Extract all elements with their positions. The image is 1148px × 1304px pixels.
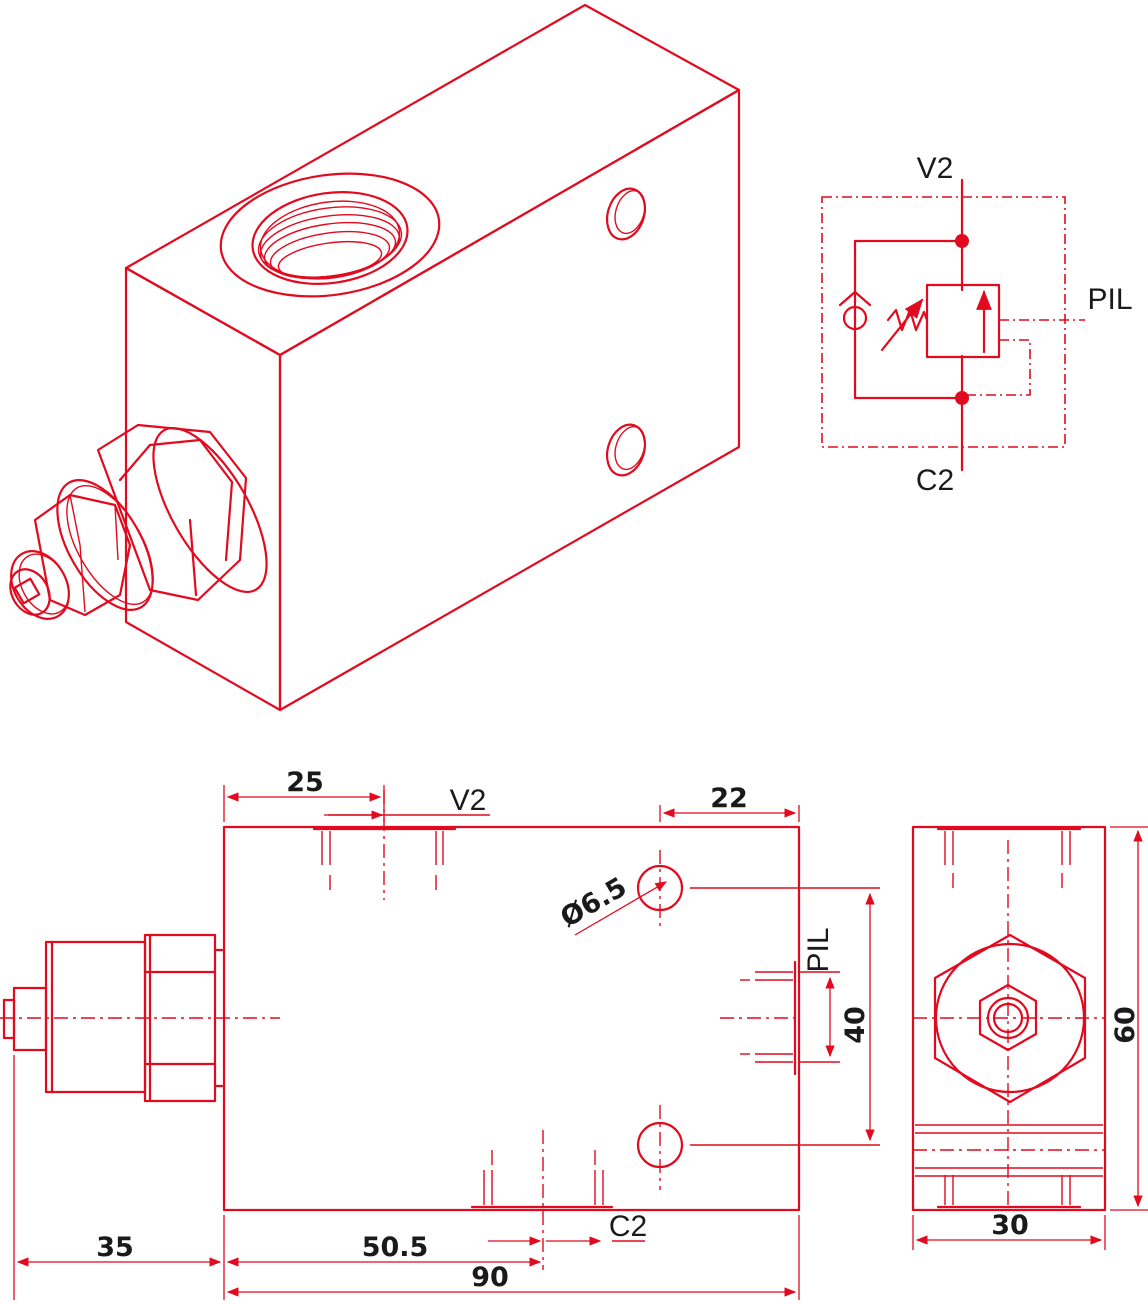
dim-60-text: 60 <box>1110 1006 1141 1044</box>
v2-port-hidden <box>312 790 490 900</box>
valve-block <box>124 3 741 712</box>
schematic-port-pil-label: PIL <box>1087 283 1132 316</box>
front-port-v2-label: V2 <box>450 784 487 817</box>
schematic-envelope <box>821 196 1066 448</box>
schematic-port-v2-label: V2 <box>917 152 954 185</box>
adjuster-cartridge <box>9 423 268 620</box>
hydraulic-schematic: V2 C2 PIL <box>821 152 1133 497</box>
dim-50-5-text: 50.5 <box>362 1232 429 1263</box>
isometric-view <box>9 3 741 712</box>
schematic-port-c2-label: C2 <box>916 464 954 497</box>
dim-22-text: 22 <box>710 783 748 814</box>
threaded-port <box>219 172 441 298</box>
front-hole-lower <box>636 1105 880 1190</box>
relief-valve-symbol <box>880 283 1001 359</box>
dim-40-text: 40 <box>840 1006 871 1044</box>
mounting-hole-upper <box>605 187 647 241</box>
front-view: V2 C2 PIL 25 22 Ø6.5 40 35 50.5 90 <box>0 767 880 1300</box>
dim-30-text: 30 <box>991 1210 1029 1241</box>
drain-line <box>962 339 1031 396</box>
side-lower-bore <box>913 1124 1105 1209</box>
front-port-c2-label: C2 <box>609 1210 647 1243</box>
front-view-body <box>222 825 801 1212</box>
front-adjuster <box>2 933 224 1103</box>
pil-port-hidden <box>740 960 840 1076</box>
front-port-pil-label: PIL <box>802 927 835 972</box>
side-hex-nut <box>933 933 1087 1104</box>
dim-line-hole <box>574 881 668 936</box>
dim-25-text: 25 <box>286 767 324 798</box>
check-valve-symbol <box>838 290 872 331</box>
front-hole-upper <box>636 850 880 930</box>
c2-port-hidden <box>470 1130 645 1270</box>
side-view: 60 30 <box>911 825 1148 1250</box>
mounting-hole-lower <box>605 423 647 477</box>
dim-90-text: 90 <box>471 1262 509 1293</box>
dim-35-text: 35 <box>96 1232 134 1263</box>
